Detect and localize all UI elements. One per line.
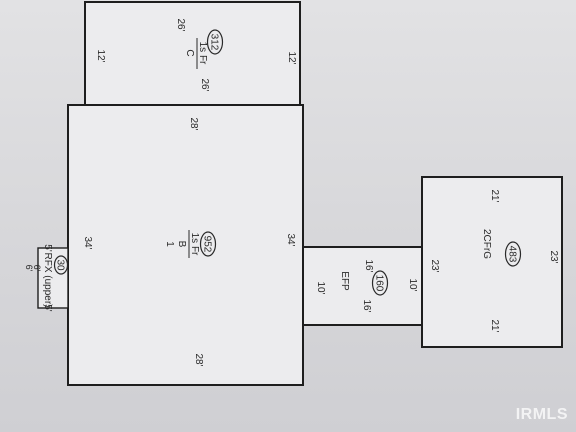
upper-left-area-circle — [206, 29, 224, 55]
porch-area: 160 — [374, 275, 385, 292]
room-main — [67, 104, 304, 386]
garage-dim-left2: 21' — [489, 319, 500, 332]
upper-left-area: 312 — [209, 34, 220, 51]
side-area: 30 — [55, 259, 66, 271]
room-side — [37, 247, 69, 309]
side-dim-d: 6' — [24, 265, 34, 272]
upper-left-code: C — [184, 49, 195, 56]
side-dim-a: 5' — [42, 244, 53, 252]
room-porch — [302, 246, 423, 326]
main-name: 1s Fr — [189, 233, 200, 256]
main-area: 952 — [202, 236, 213, 253]
main-dim-left: 34' — [82, 236, 93, 249]
upper-left-dim-inner: 26' — [199, 78, 210, 91]
upper-left-dim-left: 12' — [95, 49, 106, 62]
main-dim-top: 28' — [188, 117, 199, 130]
porch-dim-b: 16' — [361, 299, 372, 312]
side-dim-c: 6' — [32, 265, 42, 272]
upper-left-dim-top: 26' — [175, 18, 186, 31]
room-upper-left — [84, 1, 301, 106]
garage-dim-top: 23' — [548, 250, 559, 263]
main-dim-bottom: 28' — [193, 353, 204, 366]
garage-dim-left: 21' — [489, 189, 500, 202]
porch-name: EFP — [339, 271, 350, 291]
porch-area-circle — [371, 270, 389, 296]
garage-area: 483 — [507, 246, 518, 263]
garage-area-circle — [504, 241, 522, 267]
porch-dim-c: 10' — [315, 281, 326, 294]
garage-dim-bottom: 23' — [429, 259, 440, 272]
porch-dim-a: 16' — [363, 259, 374, 272]
upper-left-dim-right: 12' — [286, 51, 297, 64]
side-dim-b: 5' — [42, 304, 53, 312]
main-num: 1 — [164, 241, 175, 247]
garage-name: 2CFrG — [481, 229, 492, 259]
porch-dim-d: 10' — [407, 278, 418, 291]
room-garage — [421, 176, 563, 348]
side-name: RFX (upper) — [42, 252, 53, 307]
main-dim-right: 34' — [285, 233, 296, 246]
side-area-circle — [53, 255, 69, 275]
main-code: B — [176, 241, 187, 248]
irmls-watermark: IRMLS — [516, 406, 568, 423]
upper-left-name: 1s Fr — [197, 42, 208, 65]
main-area-circle — [199, 231, 217, 257]
